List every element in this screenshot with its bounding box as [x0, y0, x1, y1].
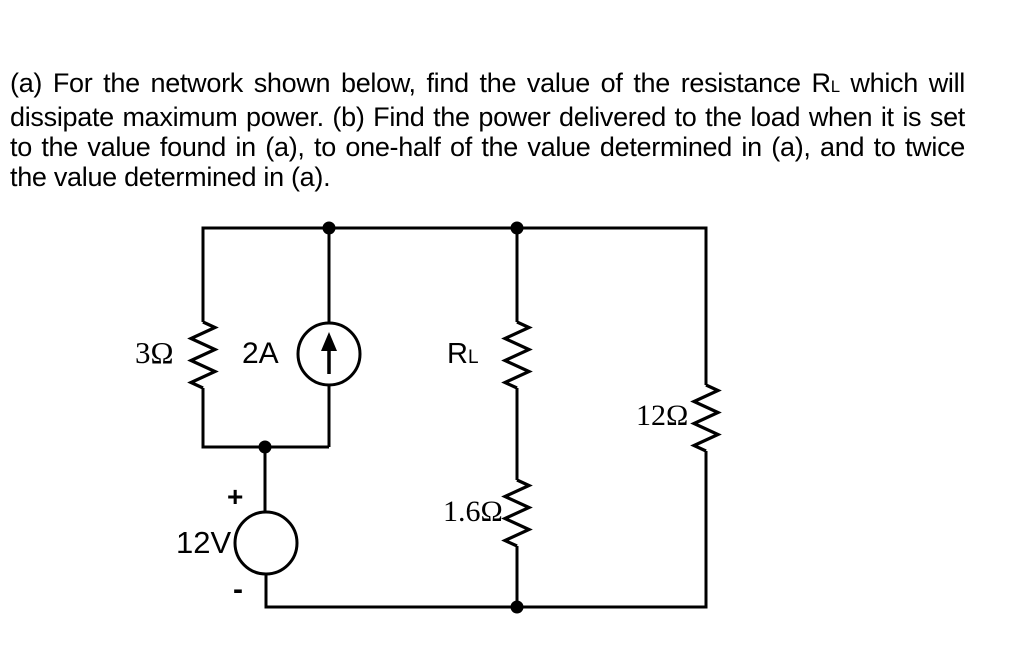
problem-line1-text: (a) For the network shown below, find th…	[10, 68, 831, 98]
minus-polarity-sign: -	[233, 573, 243, 606]
resistor-1_6ohm-zigzag	[501, 478, 533, 548]
problem-line-3: to the value found in (a), to one-half o…	[10, 132, 965, 162]
node-dot-bottom-middle	[510, 600, 524, 614]
problem-line-4: the value determined in (a).	[10, 162, 331, 192]
node-dot-top-middle	[510, 221, 524, 235]
problem-statement: (a) For the network shown below, find th…	[10, 68, 965, 192]
rl-subscript-inline: L	[830, 77, 840, 96]
label-2a: 2A	[242, 337, 279, 370]
problem-line-1: (a) For the network shown below, find th…	[10, 68, 965, 102]
resistor-3ohm-zigzag	[187, 320, 219, 390]
voltage-source-circle	[233, 510, 299, 576]
label-3ohm: 3Ω	[135, 335, 174, 370]
label-12ohm: 12Ω	[636, 399, 689, 432]
node-dot-top-left	[322, 221, 336, 235]
problem-line1-tail: which will	[839, 68, 965, 98]
problem-line-2: dissipate maximum power. (b) Find the po…	[10, 102, 965, 132]
node-dot-bottom-left	[258, 440, 272, 454]
label-rl: RL	[447, 340, 479, 369]
label-12v: 12V	[176, 525, 232, 560]
label-rl-subscript: L	[467, 347, 479, 368]
plus-polarity-sign: +	[227, 481, 244, 512]
current-source-arrow-head	[321, 332, 337, 351]
wire-bottom	[264, 451, 708, 609]
resistor-rl-zigzag	[501, 320, 533, 390]
current-source-circle	[296, 321, 362, 387]
resistor-12ohm-zigzag	[690, 383, 722, 453]
wire-left-bottom	[201, 388, 329, 449]
wire-top	[201, 226, 708, 385]
label-1-6ohm: 1.6Ω	[443, 495, 503, 528]
label-rl-main: R	[447, 338, 468, 370]
